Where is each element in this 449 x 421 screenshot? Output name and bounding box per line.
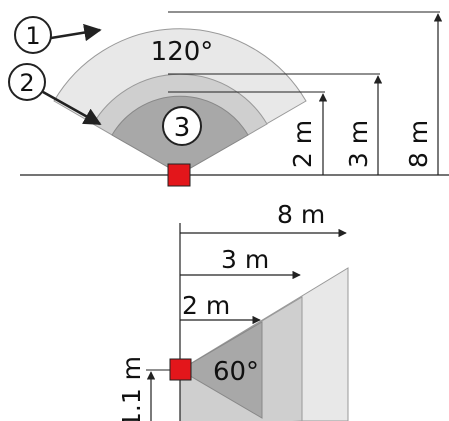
- callout-3-number: 3: [174, 113, 191, 143]
- angle-label-120: 120°: [151, 37, 214, 67]
- side-range-label-3m: 3 m: [221, 245, 269, 274]
- side-sensor-icon: [169, 358, 192, 381]
- side-view: 8 m 3 m 2 m 60° 1.1 m: [117, 200, 349, 421]
- side-zone-near: [179, 321, 263, 419]
- callout-3-circle: [162, 106, 202, 146]
- callout-1-circle: [14, 16, 52, 54]
- sensor-icon: [167, 163, 191, 187]
- top-view: 2 m 3 m 8 m 120° 1 2 3: [8, 11, 449, 187]
- range-label-2m: 2 m: [288, 120, 317, 168]
- callout-2-number: 2: [19, 69, 34, 97]
- side-range-label-8m: 8 m: [277, 200, 325, 229]
- height-label: 1.1 m: [117, 356, 146, 421]
- callout-2-circle: [8, 63, 46, 101]
- range-label-8m: 8 m: [404, 120, 433, 168]
- callout-2-leader: [42, 90, 102, 126]
- range-label-3m: 3 m: [344, 120, 373, 168]
- side-zone-lower-mask: [180, 371, 302, 421]
- callout-1-number: 1: [25, 22, 40, 50]
- callout-1-leader: [50, 23, 102, 42]
- angle-label-60: 60°: [213, 357, 259, 387]
- side-range-label-2m: 2 m: [182, 291, 230, 320]
